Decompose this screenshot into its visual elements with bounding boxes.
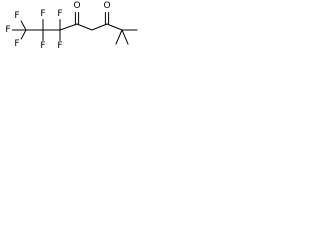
bond-c4-c5: [76, 23, 93, 31]
atom-label-o1: O: [103, 1, 110, 11]
atom-label-f1: F: [5, 25, 10, 35]
bond-c6-c7: [106, 23, 123, 31]
atom-label-f3: F: [14, 39, 19, 49]
bonds-layer: [12, 12, 138, 45]
bond-c5-c6: [91, 23, 108, 31]
atom-label-f7: F: [57, 41, 62, 51]
bond-c3-c4: [59, 23, 78, 31]
atom-label-f4: F: [40, 9, 45, 19]
atom-label-f5: F: [40, 41, 45, 51]
atom-label-f2: F: [14, 11, 19, 21]
bond-c7-c10: [115, 29, 123, 45]
atom-label-f6: F: [57, 9, 62, 19]
bond-c1-f3: [20, 29, 27, 40]
atom-label-o2: O: [73, 1, 80, 11]
bond-c7-c9: [121, 29, 129, 45]
bond-c1-f2: [20, 20, 27, 31]
